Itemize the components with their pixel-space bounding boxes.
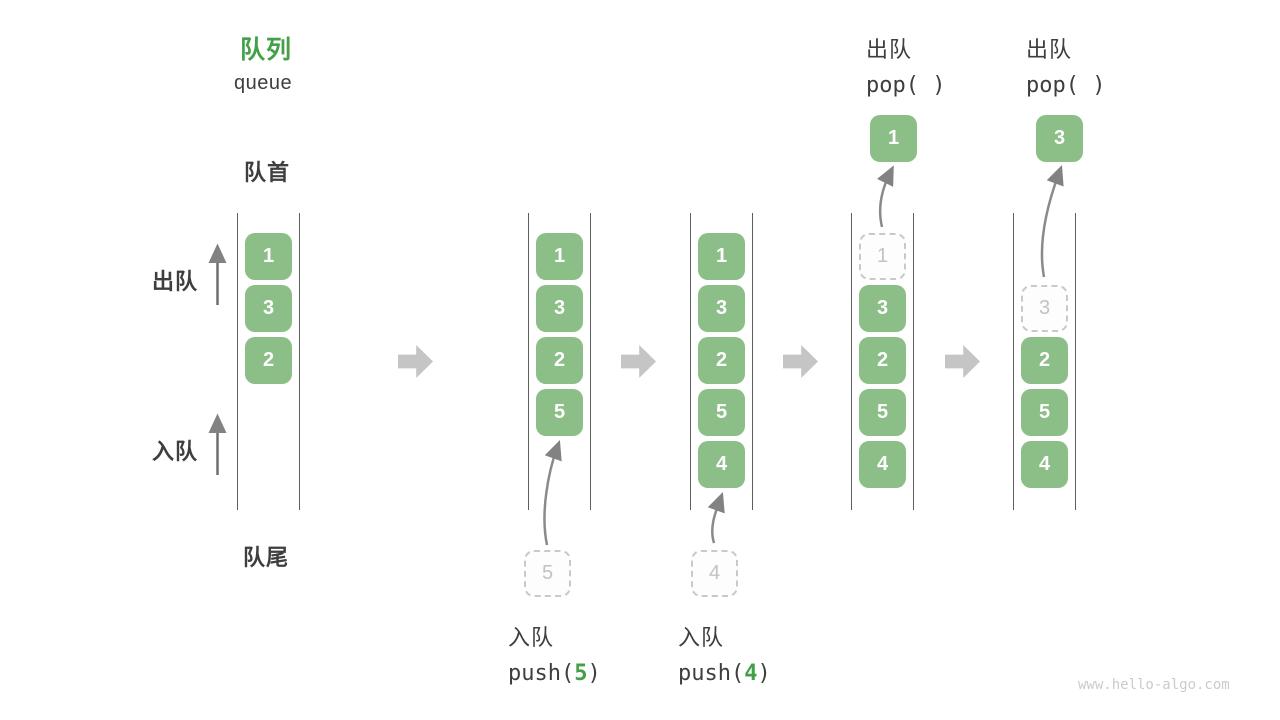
queue-cell: 3 (245, 285, 292, 332)
queue-stage-5: 3 2 5 4 (1013, 213, 1076, 510)
queue-cell: 4 (698, 441, 745, 488)
queue-cell: 2 (536, 337, 583, 384)
push-code: push(4) (678, 661, 771, 686)
queue-cell: 3 (536, 285, 583, 332)
pop-operation-label: 出队 pop( ) (866, 32, 945, 98)
queue-cell: 1 (859, 233, 906, 280)
popped-element-box: 1 (870, 115, 917, 162)
queue-cell: 3 (698, 285, 745, 332)
queue-cell: 1 (536, 233, 583, 280)
push-operation-label: 入队 push(5) (508, 620, 601, 686)
queue-cell: 3 (859, 285, 906, 332)
queue-cell: 1 (698, 233, 745, 280)
queue-cell: 4 (1021, 441, 1068, 488)
queue-cell: 2 (859, 337, 906, 384)
queue-stage-2: 1 3 2 5 (528, 213, 591, 510)
queue-stage-1: 1 3 2 (237, 213, 300, 510)
queue-cell: 2 (1021, 337, 1068, 384)
push-label-zh: 入队 (678, 625, 725, 650)
queue-rear-label: 队尾 (243, 545, 290, 570)
queue-stage-3: 1 3 2 5 4 (690, 213, 753, 510)
push-operation-label: 入队 push(4) (678, 620, 771, 686)
pop-label-zh: 出队 (1026, 37, 1073, 62)
incoming-element-box: 5 (524, 550, 571, 597)
diagram-title-en: queue (234, 72, 293, 94)
incoming-element-box: 4 (691, 550, 738, 597)
popped-element-box: 3 (1036, 115, 1083, 162)
pop-code: pop( ) (866, 73, 946, 98)
stage-transition-arrow-icon (783, 345, 818, 378)
watermark: www.hello-algo.com (1078, 677, 1230, 693)
queue-cell: 5 (698, 389, 745, 436)
pop-code: pop( ) (1026, 73, 1106, 98)
queue-cell: 5 (1021, 389, 1068, 436)
queue-cell: 1 (245, 233, 292, 280)
queue-cell: 2 (698, 337, 745, 384)
push-label-zh: 入队 (508, 625, 555, 650)
stage-transition-arrow-icon (621, 345, 656, 378)
queue-cell: 4 (859, 441, 906, 488)
dequeue-side-label: 出队 (152, 269, 199, 294)
pop-label-zh: 出队 (866, 37, 913, 62)
push-code: push(5) (508, 661, 601, 686)
enqueue-side-label: 入队 (152, 439, 199, 464)
queue-stage-4: 1 3 2 5 4 (851, 213, 914, 510)
pop-operation-label: 出队 pop( ) (1026, 32, 1105, 98)
queue-cell: 3 (1021, 285, 1068, 332)
stage-transition-arrow-icon (945, 345, 980, 378)
stage-transition-arrow-icon (398, 345, 433, 378)
queue-front-label: 队首 (244, 160, 291, 185)
diagram-title-zh: 队列 (240, 36, 293, 64)
queue-cell: 5 (536, 389, 583, 436)
queue-cell: 5 (859, 389, 906, 436)
queue-cell: 2 (245, 337, 292, 384)
